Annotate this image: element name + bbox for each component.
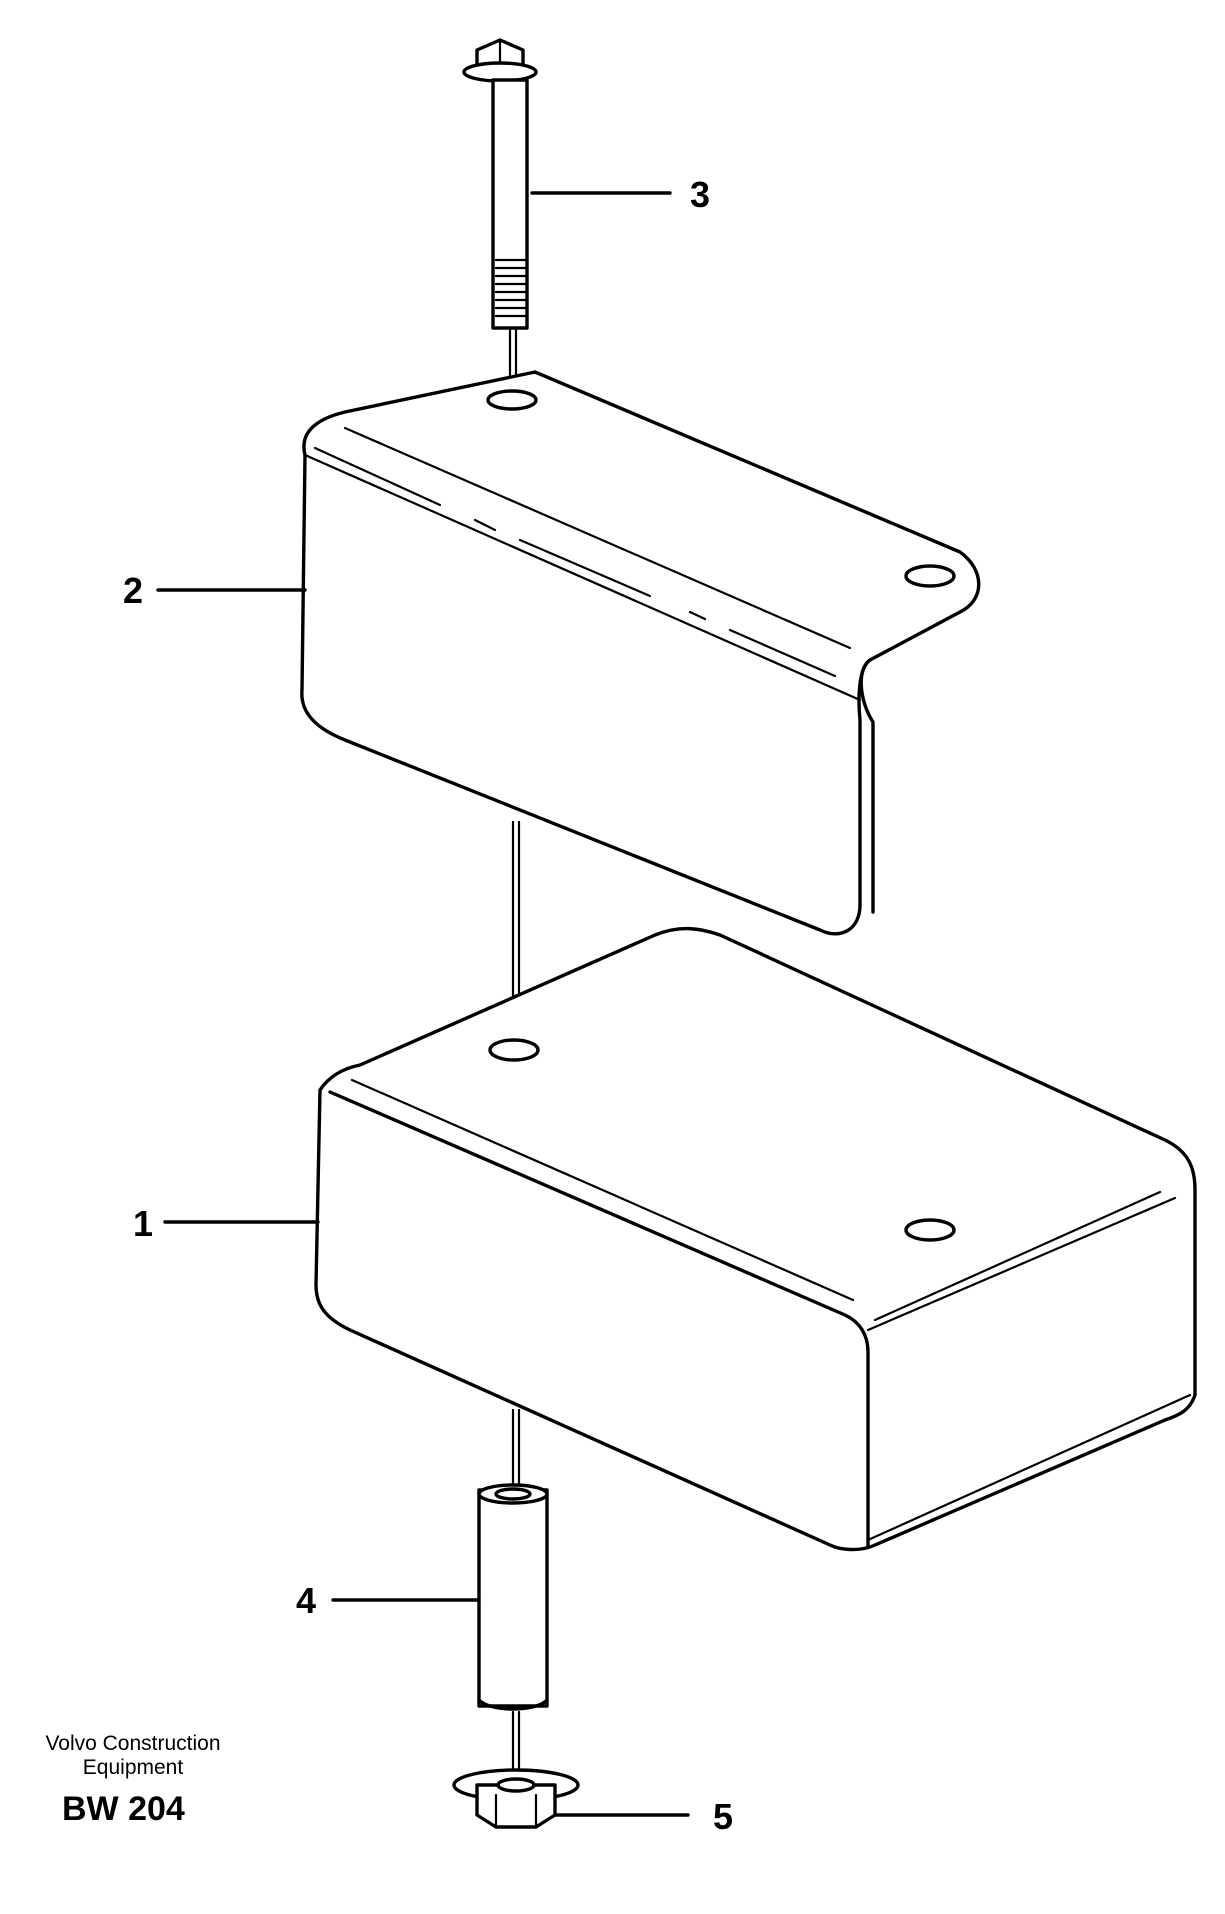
part-4-sleeve: [477, 1483, 549, 1711]
callout-2-label: 2: [123, 570, 143, 611]
part-1-spacer-block: [314, 926, 1197, 1552]
footer-brand: Volvo Construction Equipment BW 204: [45, 1732, 220, 1828]
part-5-flange-nut: [452, 1768, 580, 1829]
callout-leaders: [156, 191, 690, 1817]
callout-3-label: 3: [690, 174, 710, 215]
centerline-bottom: [511, 1408, 521, 1487]
callout-1-label: 1: [133, 1203, 153, 1244]
brand-line-1: Volvo Construction: [45, 1732, 220, 1755]
callout-4-label: 4: [296, 1580, 316, 1621]
centerline-nut: [511, 1710, 521, 1777]
part-3-flange-bolt: [462, 38, 538, 330]
diagram-code: BW 204: [62, 1790, 185, 1828]
callout-5-label: 5: [713, 1796, 733, 1837]
brand-line-2: Equipment: [83, 1756, 184, 1779]
part-2-bracket: [300, 370, 981, 936]
